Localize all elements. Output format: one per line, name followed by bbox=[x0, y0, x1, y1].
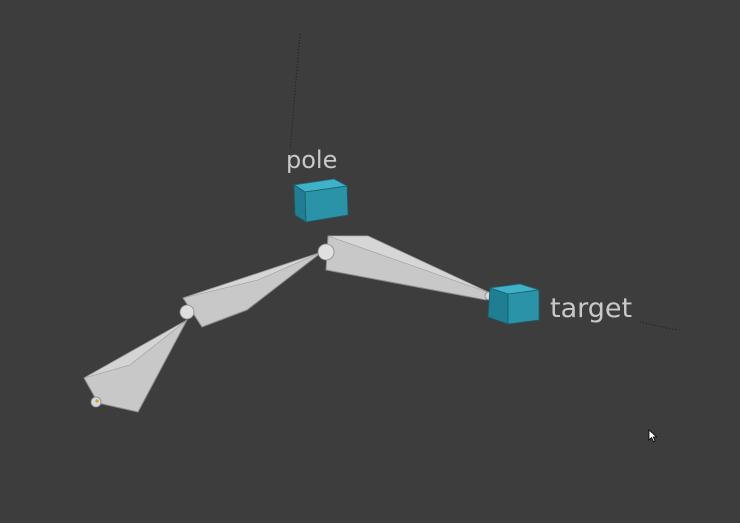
target-controller[interactable]: target bbox=[487, 283, 632, 325]
target-label: target bbox=[550, 293, 632, 324]
pole-relationship-line bbox=[289, 33, 301, 151]
pole-controller[interactable]: pole bbox=[286, 146, 349, 223]
pole-label: pole bbox=[286, 146, 337, 174]
bone-3-head-joint[interactable] bbox=[317, 243, 335, 261]
mouse-pointer-icon bbox=[648, 429, 658, 443]
target-relationship-line bbox=[639, 321, 677, 331]
bone-1[interactable] bbox=[83, 318, 189, 413]
bone-2-head-joint[interactable] bbox=[179, 304, 195, 320]
bone-2[interactable] bbox=[179, 251, 323, 328]
bone-1-origin-dot bbox=[95, 399, 99, 403]
bone-3[interactable] bbox=[317, 235, 494, 301]
